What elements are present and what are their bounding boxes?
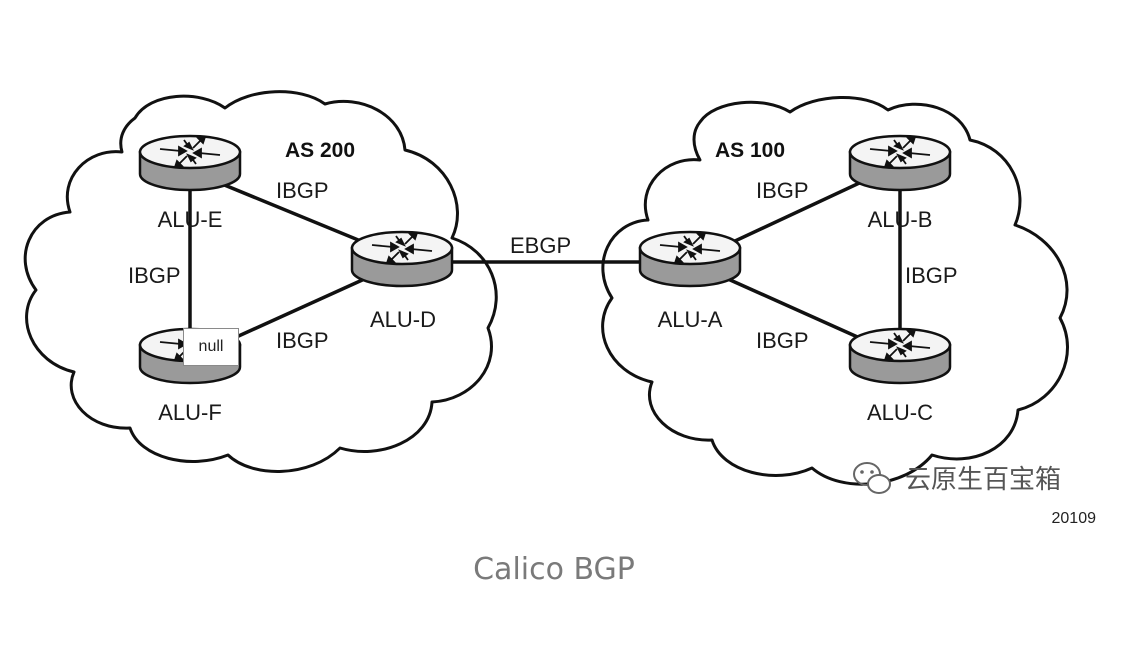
router-icon (350, 230, 454, 288)
as100-label: AS 100 (715, 139, 785, 162)
router-icon (138, 134, 242, 192)
link-label-a-b: IBGP (756, 178, 809, 203)
router-icon (638, 230, 742, 288)
router-label-alu-b: ALU-B (868, 207, 933, 232)
router-label-alu-c: ALU-C (867, 400, 933, 425)
link-label-f-d: IBGP (276, 328, 329, 353)
figure-number: 20109 (1052, 510, 1097, 527)
link-label-e-d: IBGP (276, 178, 329, 203)
as200-label: AS 200 (285, 139, 355, 162)
router-label-alu-f: ALU-F (158, 400, 222, 425)
as100-cloud (601, 95, 1069, 486)
link-label-a-c: IBGP (756, 328, 809, 353)
as200-cloud (23, 90, 498, 473)
router-label-alu-e: ALU-E (158, 207, 223, 232)
wechat-icon (853, 462, 891, 494)
figure-caption: Calico BGP (473, 552, 635, 587)
tooltip: null (183, 328, 239, 366)
watermark-text: 云原生百宝箱 (905, 465, 1061, 495)
link-label-b-c: IBGP (905, 263, 958, 288)
router-label-alu-d: ALU-D (370, 307, 436, 332)
link-label-d-a: EBGP (510, 233, 571, 258)
router-icon (848, 327, 952, 385)
link-label-e-f: IBGP (128, 263, 181, 288)
router-label-alu-a: ALU-A (658, 307, 723, 332)
router-icon (848, 134, 952, 192)
